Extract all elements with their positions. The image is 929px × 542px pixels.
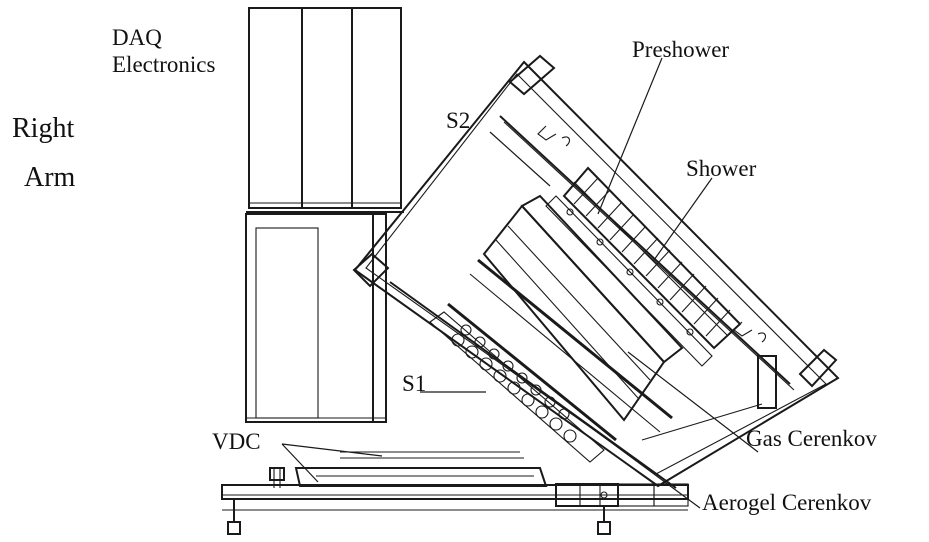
aerogel-cerenkov-label: Aerogel Cerenkov: [702, 490, 872, 515]
gas-cerenkov-label: Gas Cerenkov: [746, 426, 877, 451]
daq-label-line2: Electronics: [112, 52, 216, 77]
shower-label: Shower: [686, 156, 757, 181]
vdc-label: VDC: [212, 429, 261, 454]
base-platform: [221, 467, 689, 535]
aerogel-pmts: [451, 324, 577, 443]
daq-label-line1: DAQ: [112, 25, 162, 50]
preshower-label: Preshower: [632, 37, 729, 62]
gas-cerenkov-tank: [447, 194, 684, 442]
leader-lines: [281, 57, 759, 509]
s1-aerogel-array: [429, 311, 605, 463]
daq-rack: [246, 7, 404, 213]
vdc-chamber: [294, 451, 548, 487]
shower-block: [545, 166, 742, 367]
arm-label-line1: Right: [12, 113, 74, 144]
lower-cabinet: [245, 213, 387, 423]
s1-label: S1: [402, 371, 426, 396]
arm-label-line2: Arm: [24, 162, 76, 193]
s2-label: S2: [446, 108, 470, 133]
